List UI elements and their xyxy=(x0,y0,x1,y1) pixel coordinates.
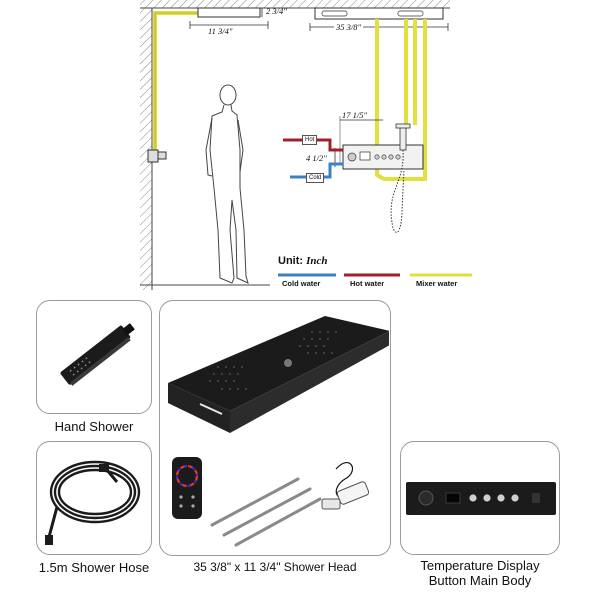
legend-mixer-label: Mixer water xyxy=(416,279,458,288)
dim-valve-height: 4 1/2" xyxy=(306,153,327,163)
cold-tag: Cold xyxy=(306,173,325,183)
unit-prefix: Unit: xyxy=(278,255,304,267)
small-panel xyxy=(197,7,261,18)
hand-shower-image xyxy=(60,323,135,386)
dim-ceiling-gap: 2 3/4" xyxy=(266,6,287,16)
unit-label: Unit: Inch xyxy=(278,255,328,267)
hose-line xyxy=(390,149,405,233)
unit-value: Inch xyxy=(306,255,328,267)
hand-shower-caption: Hand Shower xyxy=(54,419,134,434)
ceiling xyxy=(140,0,450,8)
remote-control xyxy=(172,457,202,519)
main-body-caption-line2: Button Main Body xyxy=(428,573,532,588)
hand-shower-card xyxy=(36,300,152,414)
human-figure xyxy=(205,84,249,284)
wall xyxy=(140,8,152,290)
legend-cold-label: Cold water xyxy=(282,279,321,288)
hot-tag: Hot xyxy=(302,135,318,145)
legend-hot-label: Hot water xyxy=(350,279,385,288)
wall-valve xyxy=(147,149,159,163)
shower-head-image xyxy=(168,316,390,547)
hose-caption: 1.5m Shower Hose xyxy=(38,560,150,575)
dim-valve-offset: 17 1/5" xyxy=(342,110,368,120)
mixer-pipe-left xyxy=(153,11,200,155)
installation-diagram: 2 3/4" 11 3/4" 35 3/8" 17 1/5" 4 1/2" Ho… xyxy=(0,0,600,298)
shower-head-caption: 35 3/8" x 11 3/4" Shower Head xyxy=(193,560,357,574)
main-body-image xyxy=(406,482,556,515)
hose-card xyxy=(36,441,152,555)
dim-large-panel: 35 3/8" xyxy=(334,22,364,32)
mixer-pipe-right-a xyxy=(375,19,427,181)
dim-small-panel: 11 3/4" xyxy=(208,26,233,36)
hose-image xyxy=(45,460,141,545)
main-body-card xyxy=(400,441,560,555)
shower-head-card xyxy=(159,300,391,556)
installation-drawing xyxy=(140,0,472,290)
main-body-caption-line1: Temperature Display xyxy=(420,558,540,573)
